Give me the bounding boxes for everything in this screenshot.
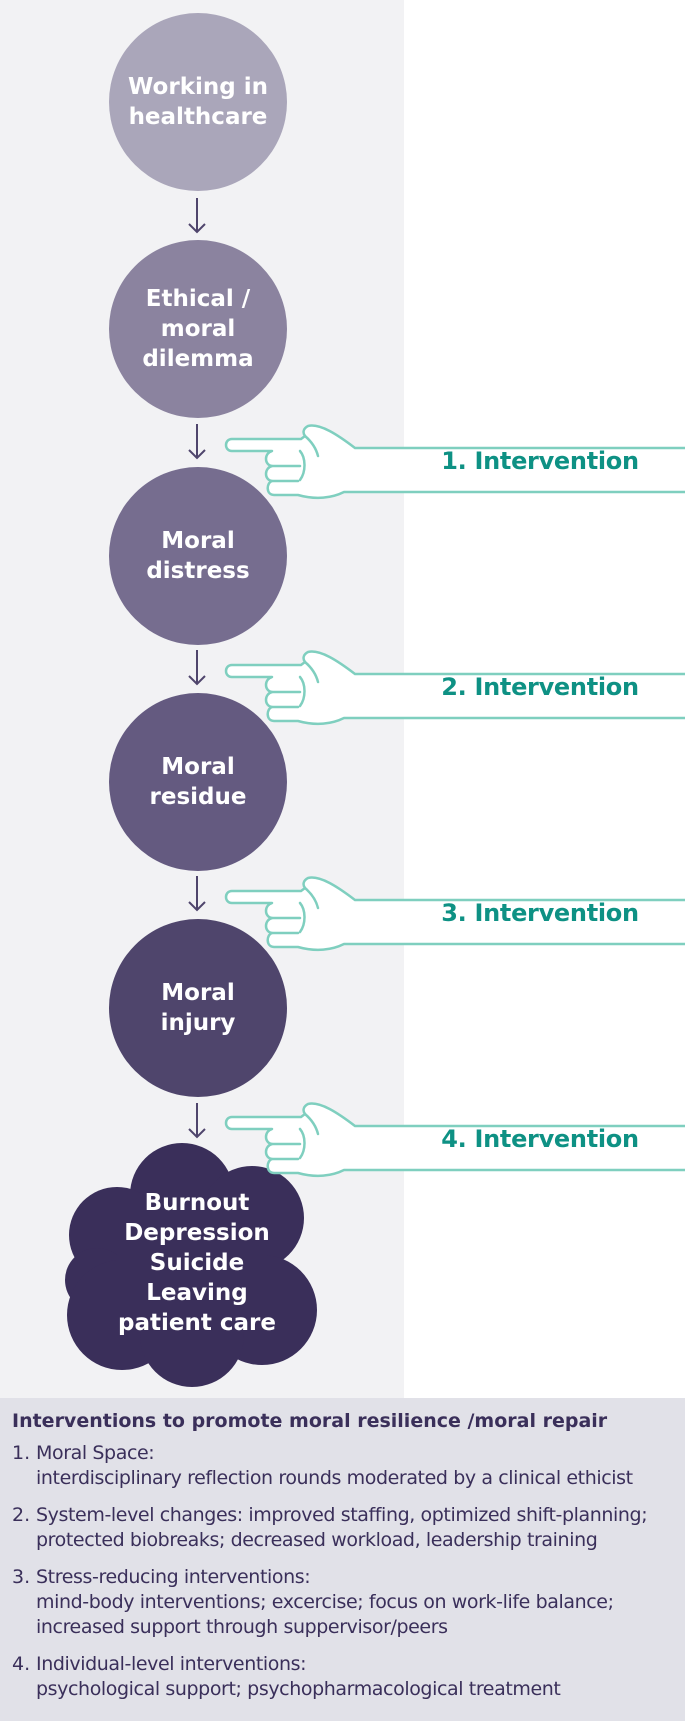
arrow-down-icon	[188, 198, 206, 234]
legend-item-text: Stress-reducing interventions: mind-body…	[36, 1566, 614, 1638]
intervention-2: 2. Intervention	[220, 646, 685, 728]
intervention-4: 4. Intervention	[220, 1098, 685, 1180]
node-moral-residue: Moral residue	[109, 693, 287, 871]
legend-item-text: System-level changes: improved staffing,…	[36, 1504, 648, 1551]
intervention-3: 3. Intervention	[220, 872, 685, 954]
legend-item-number: 4.	[12, 1653, 31, 1675]
outcome-label: Burnout Depression Suicide Leaving patie…	[118, 1190, 276, 1336]
arrow-down-icon	[188, 876, 206, 912]
intervention-label: 4. Intervention	[441, 1125, 639, 1153]
node-working-in-healthcare: Working in healthcare	[109, 13, 287, 191]
arrow-down-icon	[188, 1103, 206, 1139]
legend-title: Interventions to promote moral resilienc…	[12, 1410, 608, 1432]
node-moral-injury: Moral injury	[109, 919, 287, 1097]
legend-item-text: Moral Space: interdisciplinary reflectio…	[36, 1442, 633, 1489]
pointing-hand-icon	[224, 424, 685, 500]
intervention-1: 1. Intervention	[220, 420, 685, 502]
intervention-label: 3. Intervention	[441, 899, 639, 927]
pointing-hand-icon	[224, 1102, 685, 1178]
arrow-down-icon	[188, 650, 206, 686]
intervention-label: 1. Intervention	[441, 447, 639, 475]
legend-item-number: 1.	[12, 1442, 31, 1464]
interventions-legend: Interventions to promote moral resilienc…	[0, 1398, 685, 1721]
cloud-shape	[65, 1143, 317, 1387]
pointing-hand-icon	[224, 650, 685, 726]
pointing-hand-icon	[224, 876, 685, 952]
legend-item-number: 3.	[12, 1566, 31, 1588]
legend-item-number: 2.	[12, 1504, 31, 1526]
node-ethical-moral-dilemma: Ethical / moral dilemma	[109, 240, 287, 418]
arrow-down-icon	[188, 424, 206, 460]
intervention-label: 2. Intervention	[441, 673, 639, 701]
outcome-cloud: Burnout Depression Suicide Leaving patie…	[62, 1140, 322, 1387]
legend-item-text: Individual-level interventions: psycholo…	[36, 1653, 561, 1700]
node-moral-distress: Moral distress	[109, 467, 287, 645]
